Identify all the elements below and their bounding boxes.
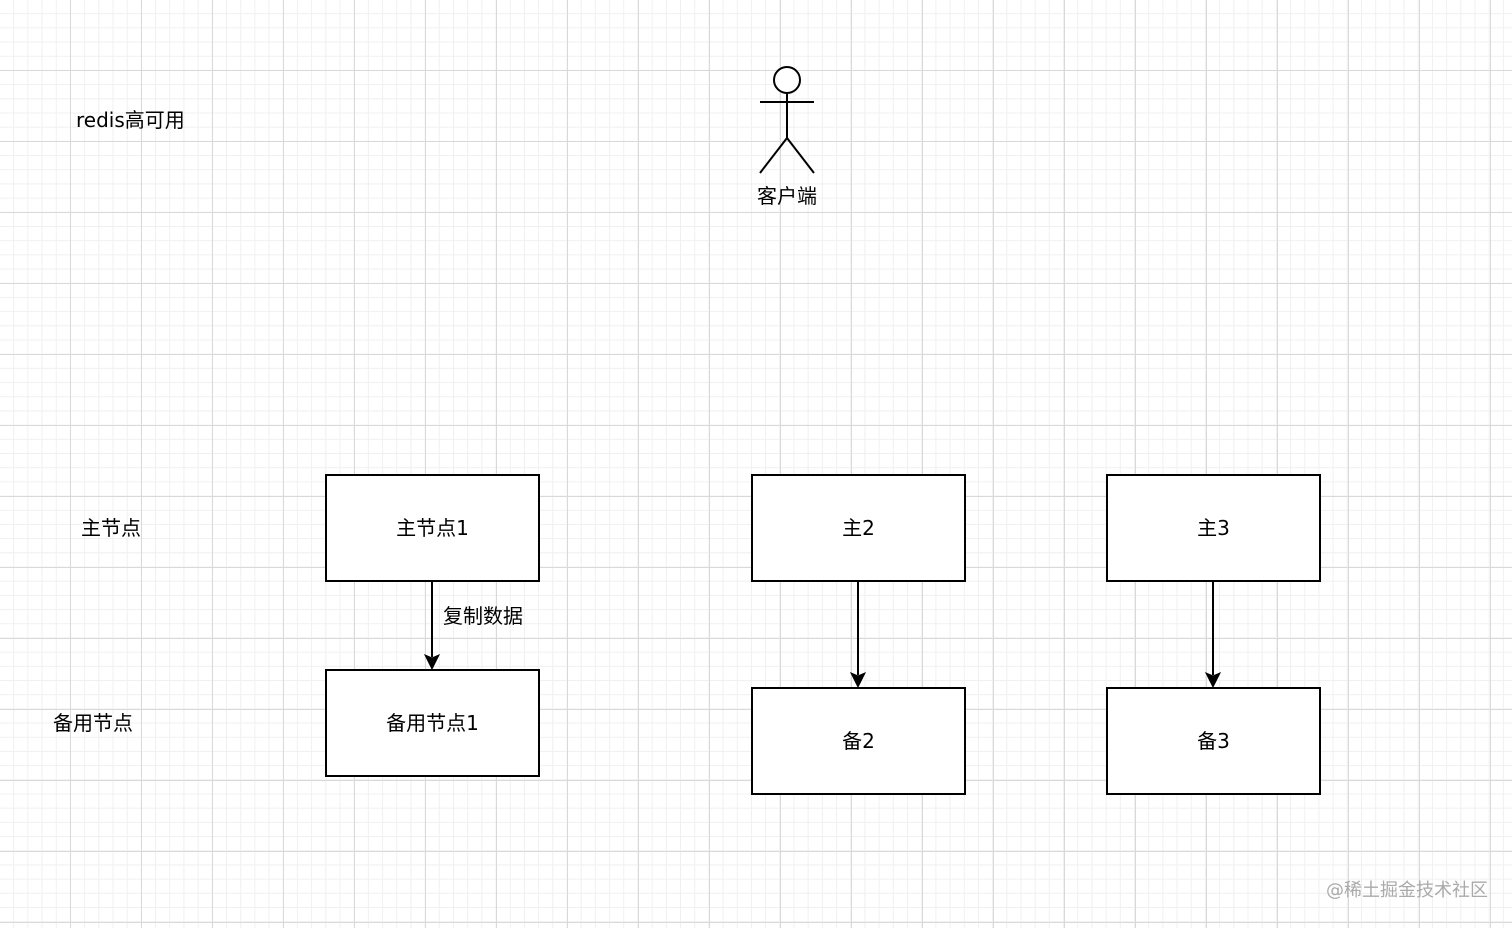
node-primary-2-label: 主2: [842, 516, 875, 540]
edge-primary-1-to-backup-1: [423, 581, 441, 671]
node-primary-3-label: 主3: [1197, 516, 1230, 540]
watermark: @稀土掘金技术社区: [1326, 880, 1488, 901]
row-label-backup: 备用节点: [53, 711, 133, 735]
node-primary-1-label: 主节点1: [396, 516, 469, 540]
node-backup-3-label: 备3: [1197, 729, 1230, 753]
node-primary-2[interactable]: 主2: [751, 474, 966, 582]
diagram-title: redis高可用: [76, 108, 185, 132]
node-primary-1[interactable]: 主节点1: [325, 474, 540, 582]
client-label: 客户端: [757, 184, 817, 208]
node-backup-2[interactable]: 备2: [751, 687, 966, 795]
edge-primary-3-to-backup-3: [1204, 581, 1222, 689]
node-primary-3[interactable]: 主3: [1106, 474, 1321, 582]
node-backup-2-label: 备2: [842, 729, 875, 753]
client-actor-icon: [759, 66, 815, 174]
node-backup-1[interactable]: 备用节点1: [325, 669, 540, 777]
row-label-primary: 主节点: [81, 516, 141, 540]
node-backup-3[interactable]: 备3: [1106, 687, 1321, 795]
node-backup-1-label: 备用节点1: [386, 711, 479, 735]
edge-label-copy-data: 复制数据: [443, 604, 523, 628]
edge-primary-2-to-backup-2: [849, 581, 867, 689]
